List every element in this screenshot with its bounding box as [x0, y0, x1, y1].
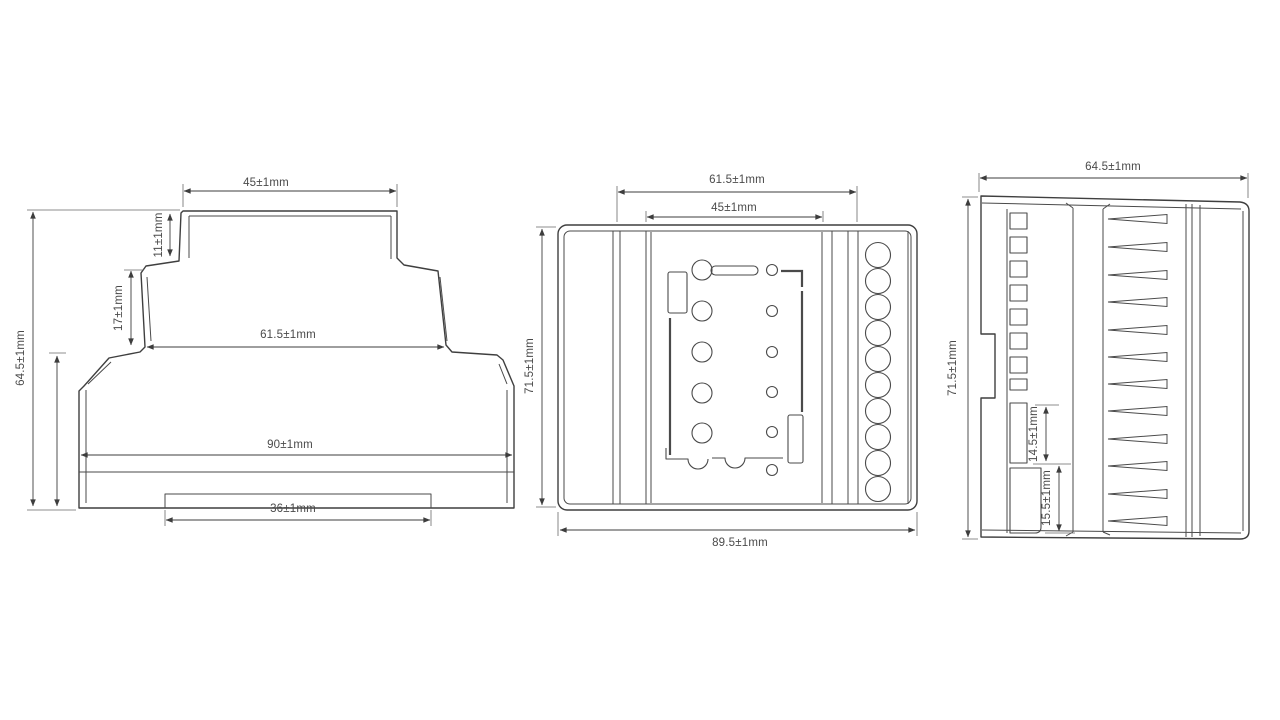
- end-terminal-column: [1006, 209, 1042, 534]
- dim-label-front-overall-width: 89.5±1mm: [712, 537, 768, 549]
- front-bottom-small-hole: [765, 463, 779, 477]
- dim-label-end-overall-width: 64.5±1mm: [1085, 161, 1141, 173]
- front-cutout-stadium: [710, 265, 759, 276]
- front-panel-strips: [612, 231, 909, 504]
- side-rail-notch: [164, 493, 432, 508]
- dim-label-end-clip-section: 15.5±1mm: [1041, 470, 1053, 526]
- side-inner-walls: [85, 215, 508, 503]
- dim-label-side-step2: 17±1mm: [113, 285, 125, 331]
- front-cutout-rect-bottom-right: [787, 414, 804, 464]
- side-body-outline: [78, 210, 515, 509]
- front-body-outline: [557, 224, 918, 511]
- front-bottom-bracket: [665, 448, 783, 470]
- dim-front-outer-width: 61.5±1mm: [616, 174, 858, 222]
- dim-label-side-overall-height: 64.5±1mm: [15, 330, 27, 386]
- side-profile-view: 45±1mm 11±1mm 17±1mm 61.5±1mm 90±1mm 36±…: [15, 177, 515, 526]
- dim-label-side-top-width: 45±1mm: [243, 177, 289, 189]
- front-panel-cutouts: [665, 259, 804, 477]
- dim-label-front-inner-width: 45±1mm: [711, 202, 757, 214]
- dim-end-height: 71.5±1mm: [947, 196, 978, 540]
- dim-end-overall-width: 64.5±1mm: [978, 161, 1249, 198]
- dim-side-rail-width: 36±1mm: [164, 503, 432, 526]
- dim-label-end-height: 71.5±1mm: [947, 340, 959, 396]
- front-cutout-rect-top-left: [667, 271, 688, 314]
- dim-front-inner-width: 45±1mm: [645, 202, 824, 222]
- dim-side-step2-height: 17±1mm: [113, 269, 144, 346]
- dim-end-clip-section: 15.5±1mm: [1041, 465, 1075, 534]
- dim-label-side-step1: 11±1mm: [153, 212, 165, 257]
- dim-label-end-terminal-section: 14.5±1mm: [1028, 406, 1040, 462]
- front-terminal-holes: [864, 241, 892, 503]
- end-divider-strip: [1065, 202, 1111, 537]
- dim-side-top-width: 45±1mm: [182, 177, 398, 207]
- end-body-outline: [980, 195, 1250, 540]
- front-slot-corner: [781, 269, 804, 287]
- end-vent-fins: [1107, 213, 1168, 527]
- dim-side-body-width: 90±1mm: [80, 439, 513, 458]
- dim-label-side-mid-width: 61.5±1mm: [260, 329, 316, 341]
- dim-end-terminal-section: 14.5±1mm: [1028, 404, 1071, 465]
- end-clip-block: [1009, 467, 1042, 534]
- dim-side-lower-body-unlabeled: [49, 352, 66, 507]
- end-right-dividers: [1185, 204, 1201, 537]
- dim-label-side-body-width: 90±1mm: [267, 439, 313, 451]
- end-body-inner-edges: [981, 202, 1244, 534]
- end-terminal-block: [1009, 402, 1028, 464]
- dim-label-front-outer-width: 61.5±1mm: [709, 174, 765, 186]
- dim-front-overall-width: 89.5±1mm: [557, 512, 918, 549]
- dim-label-side-rail-width: 36±1mm: [270, 503, 316, 515]
- dim-label-front-height: 71.5±1mm: [524, 338, 536, 394]
- end-face-view: 64.5±1mm 71.5±1mm 14.5±1mm 15.5±1mm: [947, 161, 1250, 540]
- dim-side-mid-width: 61.5±1mm: [146, 329, 445, 350]
- front-body-inner-border: [563, 230, 912, 505]
- front-face-view: 61.5±1mm 45±1mm 71.5±1mm 89.5±1mm: [524, 174, 918, 549]
- dim-side-overall-height: 64.5±1mm: [15, 209, 180, 511]
- dim-front-height: 71.5±1mm: [524, 226, 556, 508]
- dim-side-step1-height: 11±1mm: [153, 212, 173, 258]
